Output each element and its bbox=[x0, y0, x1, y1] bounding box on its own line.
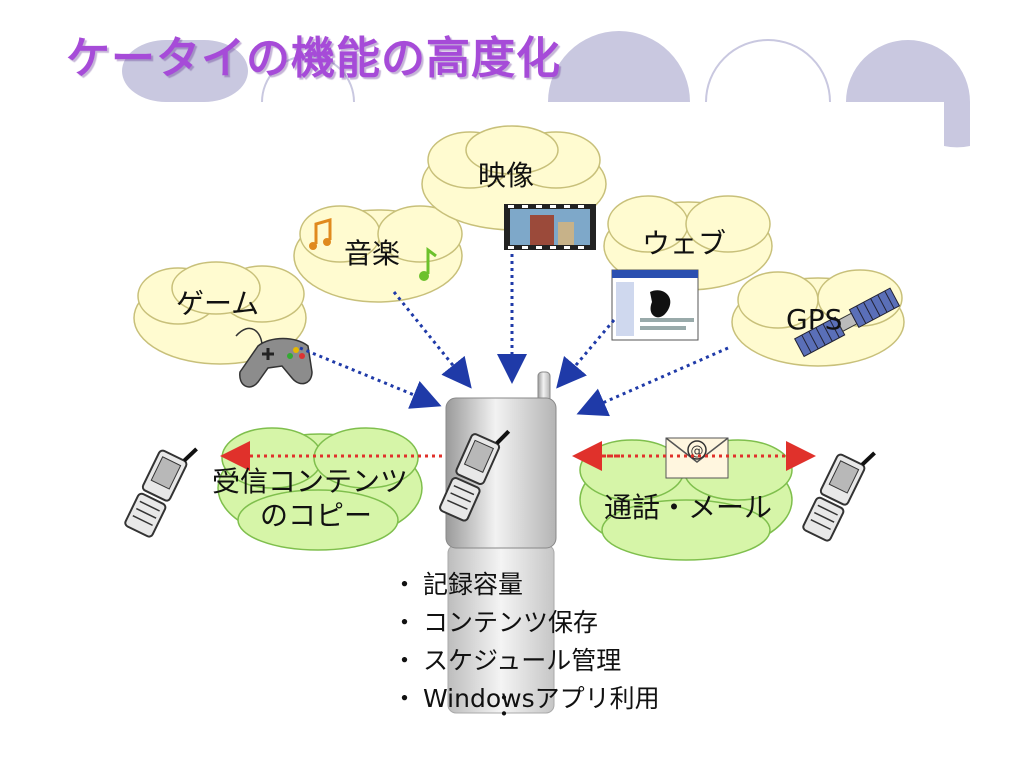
continuation-dots: ・ ・ bbox=[494, 686, 514, 726]
satellite-icon bbox=[794, 287, 901, 358]
capability-item: Windowsアプリ利用 bbox=[392, 680, 660, 718]
music-note-icon-2 bbox=[419, 247, 437, 281]
left-phone-icon bbox=[124, 447, 198, 538]
email-envelope-icon: @ bbox=[665, 437, 729, 479]
label-right-exchange: 通話・メール bbox=[604, 491, 773, 524]
cloud-game bbox=[133, 261, 307, 365]
deco-shape-4 bbox=[705, 39, 831, 103]
label-left-exchange-line2: のコピー bbox=[260, 499, 373, 532]
arrow-music bbox=[392, 291, 472, 389]
label-game: ゲーム bbox=[176, 287, 260, 320]
music-note-icon bbox=[309, 218, 332, 250]
arrow-gps bbox=[576, 346, 729, 417]
feature-arrows bbox=[299, 254, 729, 417]
arrow-game bbox=[299, 346, 442, 409]
capability-list: 記録容量 コンテンツ保存 スケジュール管理 Windowsアプリ利用 bbox=[392, 566, 660, 718]
label-video: 映像 bbox=[478, 159, 535, 192]
deco-shape-1 bbox=[122, 40, 248, 102]
capability-item: 記録容量 bbox=[392, 566, 660, 604]
cloud-right-exchange bbox=[579, 439, 793, 561]
deco-shape-3 bbox=[548, 31, 690, 102]
capability-item: コンテンツ保存 bbox=[392, 604, 660, 642]
label-music: 音楽 bbox=[344, 237, 401, 270]
label-left-exchange-line1: 受信コンテンツ bbox=[212, 465, 409, 498]
web-page-icon bbox=[611, 269, 699, 341]
gamepad-icon bbox=[235, 327, 313, 388]
mobile-phone-icon bbox=[439, 429, 511, 522]
deco-shape-5 bbox=[846, 40, 970, 148]
cloud-web bbox=[603, 195, 773, 291]
slide-title: ケータイの機能の高度化 bbox=[66, 33, 561, 84]
cloud-video bbox=[421, 125, 607, 231]
film-strip-icon bbox=[504, 204, 596, 250]
label-gps: GPS bbox=[786, 303, 843, 336]
label-web: ウェブ bbox=[642, 227, 727, 260]
capability-item: スケジュール管理 bbox=[392, 642, 660, 680]
deco-shape-2 bbox=[261, 55, 355, 103]
arrow-web bbox=[556, 319, 616, 389]
right-phone-icon bbox=[802, 451, 876, 542]
